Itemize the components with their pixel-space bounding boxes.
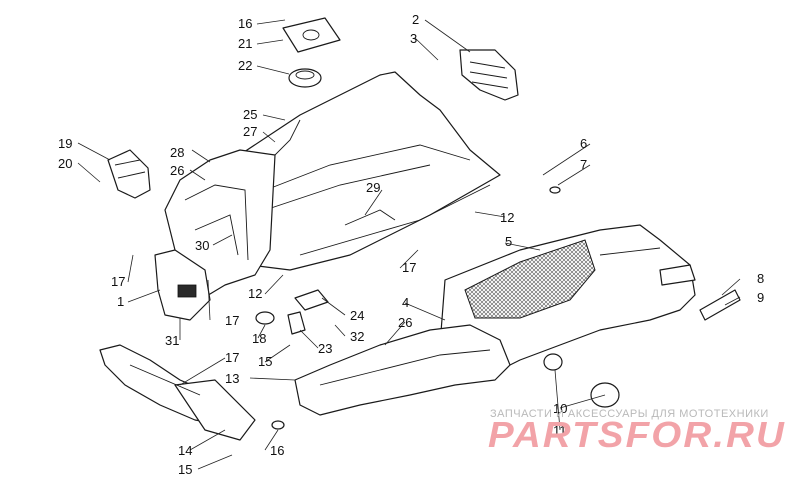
callout-19: 19 (58, 136, 72, 151)
callout-8: 8 (757, 271, 764, 286)
callout-15: 15 (178, 462, 192, 477)
grommet-ring (288, 68, 322, 88)
callout-17: 17 (225, 350, 239, 365)
callout-17: 17 (402, 260, 416, 275)
callout-17: 17 (225, 313, 239, 328)
callout-15: 15 (258, 354, 272, 369)
callout-26: 26 (170, 163, 184, 178)
callout-1: 1 (117, 294, 124, 309)
callout-2: 2 (412, 12, 419, 27)
callout-11: 11 (553, 423, 567, 438)
small-plate (294, 289, 329, 311)
plug-16 (271, 420, 285, 430)
watermark-logo: PARTSFOR.RU (488, 414, 786, 455)
decal-strip (699, 289, 741, 321)
callout-4: 4 (402, 295, 409, 310)
callout-3: 3 (410, 31, 417, 46)
callout-10: 10 (553, 401, 567, 416)
callout-29: 29 (366, 180, 380, 195)
washer-7 (549, 186, 561, 194)
callout-24: 24 (350, 308, 364, 323)
lower-tunnel-frame (294, 324, 511, 416)
leader-lines (77, 19, 741, 470)
callout-6: 6 (580, 136, 587, 151)
callout-7: 7 (580, 157, 587, 172)
callout-14: 14 (178, 443, 192, 458)
callout-20: 20 (58, 156, 72, 171)
callout-26: 26 (398, 315, 412, 330)
callout-28: 28 (170, 145, 184, 160)
callout-16: 16 (270, 443, 284, 458)
callout-18: 18 (252, 331, 266, 346)
round-cap (543, 353, 620, 408)
hose-clamp (255, 311, 275, 325)
callout-22: 22 (238, 58, 252, 73)
callout-9: 9 (757, 290, 764, 305)
callout-27: 27 (243, 124, 257, 139)
callout-23: 23 (318, 341, 332, 356)
watermark: ЗАПЧАСТИ И АКСЕССУАРЫ ДЛЯ МОТОТЕХНИКИ PA… (488, 408, 786, 455)
callout-31: 31 (165, 333, 179, 348)
front-bumper-part (99, 344, 256, 441)
callout-32: 32 (350, 329, 364, 344)
callout-21: 21 (238, 36, 252, 51)
rubber-boot-part (107, 149, 151, 199)
callout-12: 12 (500, 210, 514, 225)
callout-16: 16 (238, 16, 252, 31)
callout-13: 13 (225, 371, 239, 386)
gasket-plate (282, 17, 341, 53)
top-right-vent-panel (459, 49, 519, 101)
bracket-23 (287, 311, 306, 335)
left-bracket-part (154, 249, 211, 321)
callout-labels: 16 21 22 2 3 25 27 28 26 19 20 29 6 7 12… (58, 12, 764, 477)
callout-25: 25 (243, 107, 257, 122)
callout-12: 12 (248, 286, 262, 301)
callout-5: 5 (505, 234, 512, 249)
watermark-tagline: ЗАПЧАСТИ И АКСЕССУАРЫ ДЛЯ МОТОТЕХНИКИ (490, 408, 769, 420)
callout-17: 17 (111, 274, 125, 289)
callout-30: 30 (195, 238, 209, 253)
